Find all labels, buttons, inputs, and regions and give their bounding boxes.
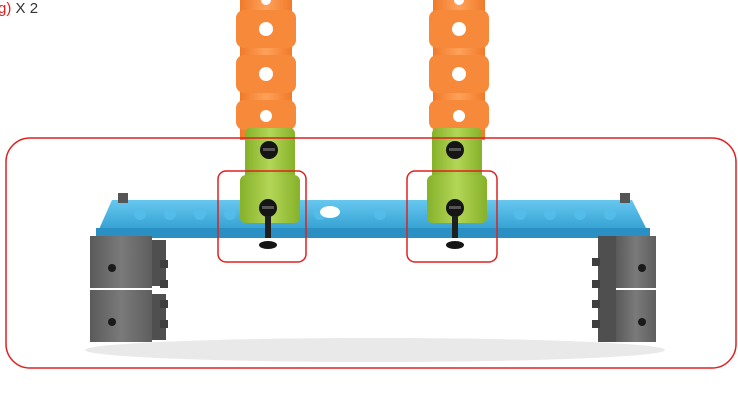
- gray-block-stack-right: [592, 236, 656, 342]
- blue-plate: [96, 193, 650, 238]
- gray-block-stack-left: [90, 236, 168, 342]
- floor-shadow: [85, 338, 665, 362]
- caption: g) X 2: [0, 0, 38, 18]
- orange-strip-left: [236, 0, 296, 140]
- screw-left: [259, 199, 277, 249]
- orange-strip-right: [429, 0, 489, 140]
- screw-right: [446, 199, 464, 249]
- caption-highlight: g): [0, 0, 12, 17]
- highlight-box-left: [217, 170, 307, 263]
- highlight-box-right: [406, 170, 498, 263]
- highlight-frame-main: [5, 137, 737, 369]
- caption-text: X 2: [15, 0, 39, 17]
